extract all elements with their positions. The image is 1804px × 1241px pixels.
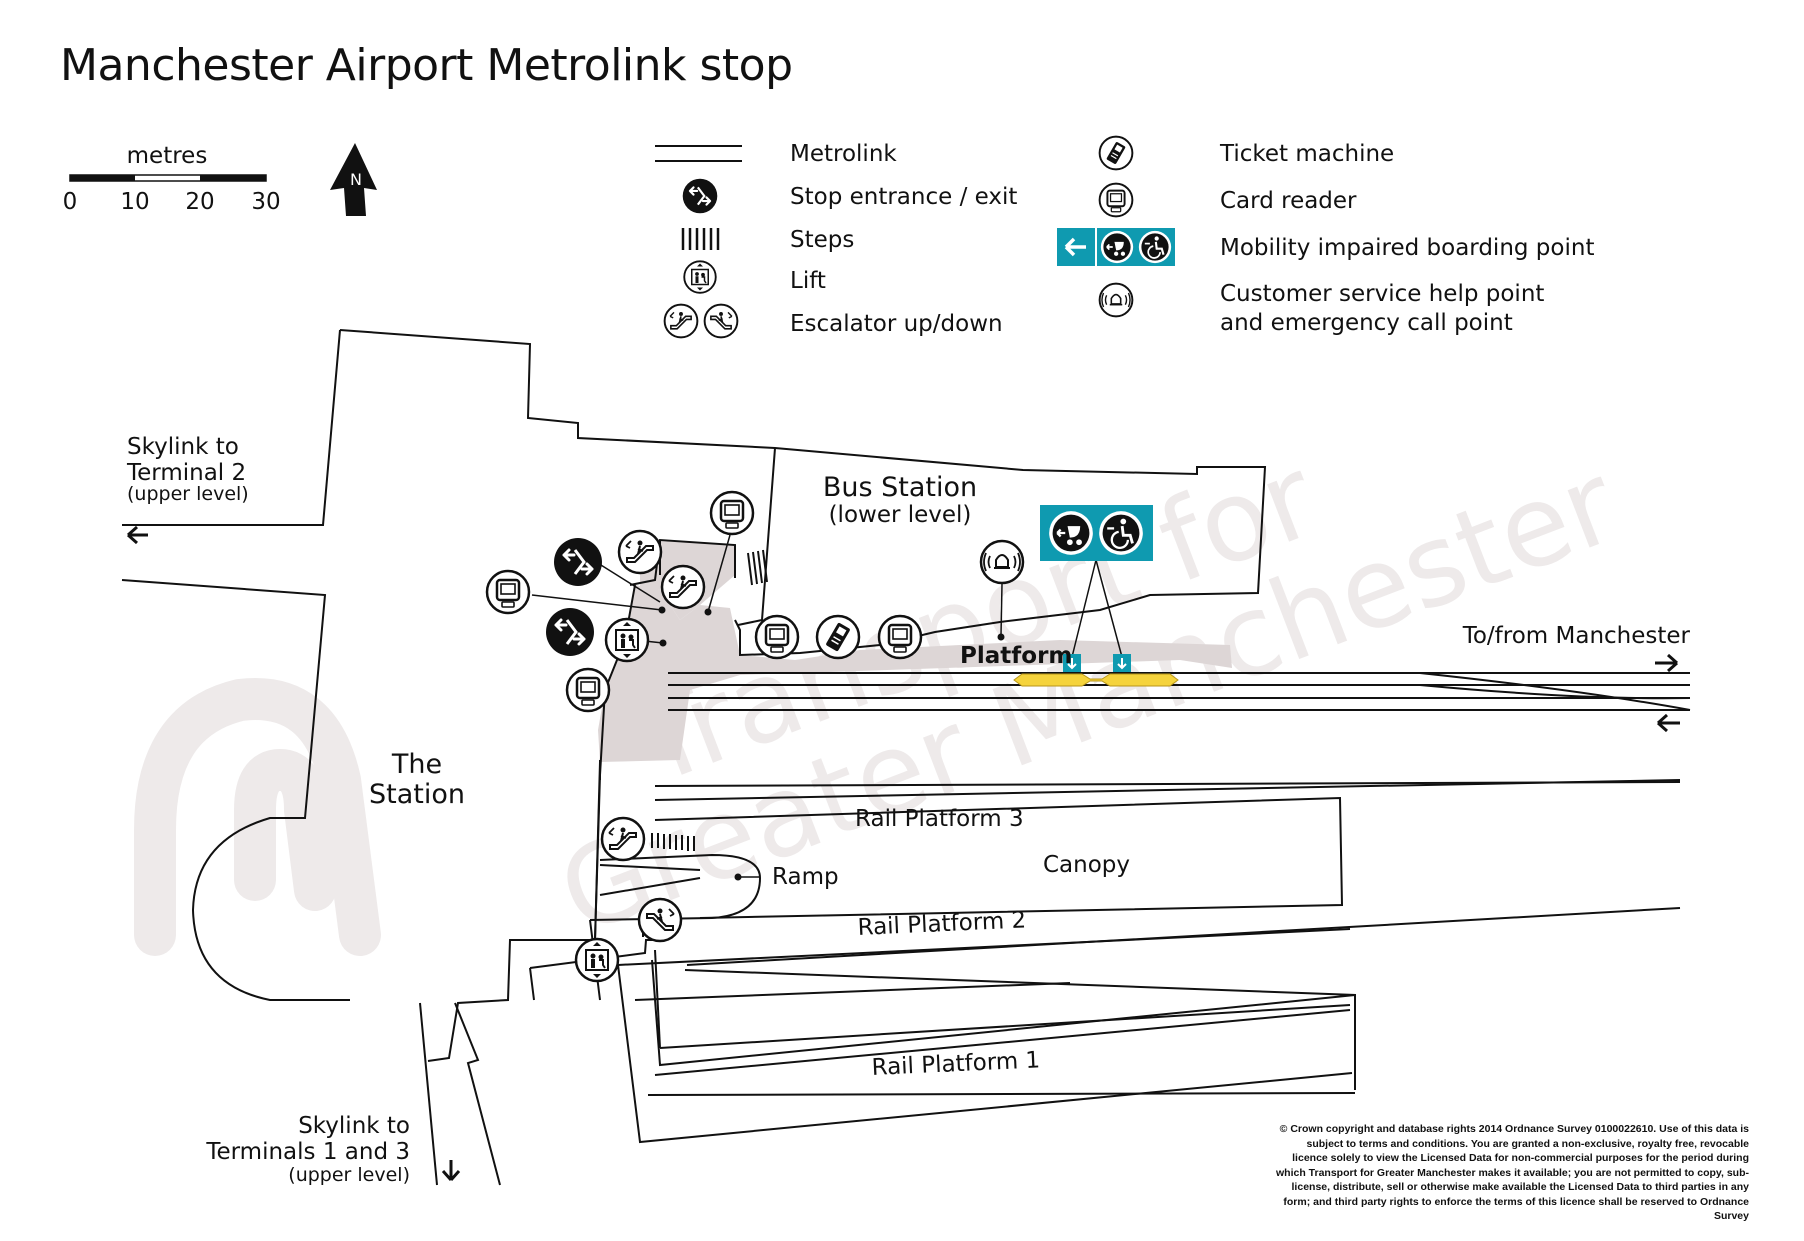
mobility-boarding-icon — [1040, 505, 1153, 561]
arrow-down-icon — [441, 1160, 461, 1181]
label-ramp: Ramp — [772, 864, 839, 890]
card-reader-icon — [709, 490, 755, 536]
scale-tick-0: 0 — [63, 189, 78, 215]
steps-lower-1 — [651, 833, 695, 851]
entrance-exit-icon — [681, 177, 719, 215]
label-rail-platform-2: Rail Platform 2 — [857, 907, 1027, 941]
label-to-from-manchester: To/from Manchester — [1462, 623, 1691, 649]
scale-bar: metres 0 10 20 30 — [63, 143, 281, 215]
help-point-icon — [979, 539, 1025, 585]
legend-card-reader: Card reader — [1220, 188, 1357, 214]
label-skylink-t1-t3-line3: (upper level) — [288, 1164, 410, 1186]
building-outlines — [121, 329, 1353, 1186]
label-rail-platform-3: Rail Platform 3 — [855, 806, 1024, 832]
label-skylink-t2-line3: (upper level) — [127, 483, 249, 505]
legend-ticket-machine: Ticket machine — [1219, 141, 1394, 167]
north-label: N — [350, 170, 362, 189]
label-skylink-t1-t3-line2: Terminals 1 and 3 — [205, 1139, 410, 1165]
label-skylink-t1-t3-line1: Skylink to — [298, 1113, 410, 1139]
steps-icon — [681, 228, 720, 250]
lift-icon — [604, 617, 650, 663]
scale-tick-30: 30 — [251, 189, 280, 215]
ticket-machine-icon — [1098, 135, 1134, 171]
escalator-down-icon — [703, 303, 739, 339]
rail-platforms — [647, 779, 1681, 1096]
scale-tick-10: 10 — [120, 189, 149, 215]
legend-lift: Lift — [790, 268, 826, 294]
card-reader-icon — [565, 667, 611, 713]
north-arrow-icon: N — [330, 143, 377, 216]
boarding-point-marker-icon — [1112, 653, 1132, 673]
connector-dots — [658, 606, 1005, 881]
legend-entrance-exit: Stop entrance / exit — [790, 184, 1017, 210]
arrow-left-icon — [1657, 713, 1680, 733]
legend-metrolink: Metrolink — [790, 141, 897, 167]
metrolink-tracks — [668, 672, 1691, 711]
ticket-machine-icon — [815, 614, 861, 660]
scale-tick-20: 20 — [185, 189, 214, 215]
label-canopy: Canopy — [1043, 852, 1130, 878]
label-platform: Platform — [960, 643, 1072, 669]
legend-mobility-boarding: Mobility impaired boarding point — [1220, 235, 1594, 261]
lift-icon — [574, 937, 620, 983]
mobility-boarding-icon — [1057, 228, 1175, 266]
legend-help-point-line1: Customer service help point — [1220, 281, 1544, 307]
escalator-down-icon — [617, 529, 663, 575]
copyright-notice: © Crown copyright and database rights 20… — [1275, 1123, 1749, 1222]
card-reader-icon — [1098, 182, 1134, 218]
label-the-station-1: The — [391, 749, 442, 780]
metrolink-line-symbol — [655, 145, 742, 162]
label-bus-station-sub: (lower level) — [829, 502, 972, 528]
help-point-icon — [1098, 282, 1134, 318]
legend-steps: Steps — [790, 227, 854, 253]
card-reader-icon — [485, 569, 531, 615]
escalator-down-icon — [637, 897, 683, 943]
legend-escalator: Escalator up/down — [790, 311, 1003, 337]
label-bus-station: Bus Station — [823, 472, 977, 503]
escalator-up-icon — [600, 816, 646, 862]
page-title: Manchester Airport Metrolink stop — [60, 40, 793, 91]
card-reader-icon — [754, 614, 800, 660]
scale-unit-label: metres — [127, 143, 208, 169]
escalator-up-icon — [663, 303, 699, 339]
arrow-left-icon — [127, 525, 148, 545]
metrolink-platform — [1013, 673, 1179, 687]
lift-icon — [683, 260, 717, 294]
label-the-station-2: Station — [369, 779, 465, 810]
escalator-up-icon — [660, 564, 706, 610]
entrance-exit-icon — [552, 536, 604, 588]
legend: Metrolink Stop entrance / exit Steps Lif… — [655, 135, 1594, 339]
steps-top — [659, 540, 768, 586]
legend-help-point-line2: and emergency call point — [1220, 310, 1513, 336]
entrance-exit-icon — [544, 606, 596, 658]
arrow-right-icon — [1655, 653, 1678, 673]
label-skylink-t2-line1: Skylink to — [127, 434, 239, 460]
label-skylink-t2-line2: Terminal 2 — [126, 460, 246, 486]
card-reader-icon — [877, 614, 923, 660]
